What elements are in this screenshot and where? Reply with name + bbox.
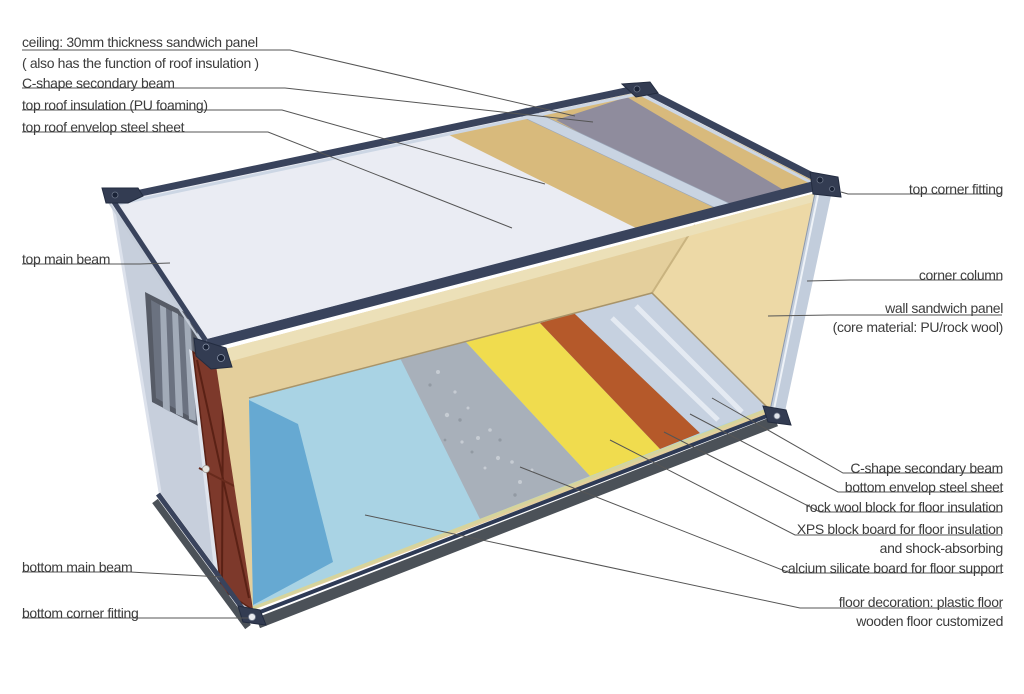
- leader-top-roof-envelop: [22, 131, 513, 229]
- label-text: bottom main beam: [22, 559, 133, 575]
- floor-layers: [248, 292, 769, 607]
- ceiling-edge-strip: [214, 192, 820, 365]
- interior-end-wall: [652, 192, 820, 414]
- label-wall-panel-line1: wall sandwich panel: [885, 300, 1003, 316]
- leader-top-corner-fitting: [840, 191, 1002, 195]
- label-top-roof-envelop: top roof envelop steel sheet: [22, 117, 185, 138]
- label-bottom-corner-fitting: bottom corner fitting: [22, 603, 139, 624]
- label-text: corner column: [918, 267, 1004, 283]
- calcium-silicate-board: [400, 342, 590, 519]
- leader-ceiling: [22, 49, 576, 117]
- interior: [214, 192, 820, 610]
- label-bottom-envelop: bottom envelop steel sheet: [844, 477, 1004, 498]
- end-wall-bottom-beam: [155, 492, 254, 622]
- roof-right-rail-highlight: [641, 93, 821, 189]
- bottom-beam-face: [256, 415, 778, 629]
- label-bottom-main-beam: bottom main beam: [22, 557, 133, 578]
- label-text: C-shape secondary beam: [850, 460, 1003, 476]
- label-ceiling-line2: ( also has the function of roof insulati…: [22, 55, 259, 71]
- leader-calcium: [519, 466, 1002, 574]
- right-top-end-beam: [638, 84, 828, 187]
- label-top-roof-insulation: top roof insulation (PU foaming): [22, 95, 208, 116]
- top-corner-fitting-left: [101, 187, 144, 204]
- leader-bottom-envelop: [689, 413, 1002, 493]
- label-floor-decoration-line1: floor decoration: plastic floor: [838, 594, 1004, 610]
- ceiling-sandwich-panel: [556, 97, 792, 211]
- corner-column-assembly: [769, 186, 832, 421]
- floor-c-channel: [634, 304, 744, 414]
- bottom-corner-fitting-right: [762, 405, 792, 426]
- left-top-main-beam: [109, 197, 211, 346]
- label-ceiling: ceiling: 30mm thickness sandwich panel (…: [22, 32, 259, 74]
- xps-block-board: [466, 323, 660, 476]
- roof: [107, 84, 828, 349]
- label-text: top corner fitting: [908, 181, 1003, 197]
- end-wall-bottom-skid: [152, 498, 251, 630]
- label-top-main-beam: top main beam: [22, 249, 110, 270]
- leader-bottom-main-beam: [22, 571, 223, 578]
- corner-column: [769, 186, 832, 421]
- leader-rock-wool: [663, 431, 1002, 513]
- window: [145, 292, 206, 430]
- front-top-main-beam: [206, 178, 828, 349]
- leader-c-shape-bottom: [711, 397, 1002, 474]
- top-corner-fitting-right: [809, 171, 842, 198]
- floor-plastic-shaded: [249, 400, 333, 605]
- label-corner-column: corner column: [918, 265, 1004, 286]
- leader-wall-panel: [767, 314, 1002, 317]
- label-text: bottom corner fitting: [22, 605, 139, 621]
- label-wall-panel: wall sandwich panel (core material: PU/r…: [832, 299, 1004, 337]
- top-corner-fitting-front-left: [193, 337, 233, 370]
- label-text: bottom envelop steel sheet: [844, 479, 1004, 495]
- leader-xps: [609, 439, 1002, 536]
- rear-top-main-beam: [111, 84, 641, 203]
- label-xps: XPS block board for floor insulation and…: [797, 520, 1003, 558]
- label-floor-decoration: floor decoration: plastic floor wooden f…: [838, 593, 1004, 631]
- label-text: top main beam: [22, 251, 111, 267]
- roof-left-edge-highlight: [107, 200, 205, 347]
- label-text: calcium silicate board for floor support: [781, 560, 1003, 576]
- label-top-corner-fitting: top corner fitting: [909, 179, 1003, 200]
- leader-top-main-beam: [22, 262, 171, 265]
- label-text: C-shape secondary beam: [22, 75, 175, 91]
- label-rock-wool: rock wool block for floor insulation: [806, 497, 1004, 518]
- label-ceiling-line1: ceiling: 30mm thickness sandwich panel: [22, 34, 258, 50]
- corner-fittings: [101, 81, 842, 626]
- leader-c-shape-top: [22, 87, 594, 123]
- floor-c-channel: [610, 316, 720, 422]
- leader-floor-decoration: [364, 514, 1002, 609]
- label-text: top roof envelop steel sheet: [22, 119, 185, 135]
- interior-corner-line: [651, 224, 696, 294]
- roof-rear-rail-highlight: [117, 92, 639, 206]
- top-corner-fitting-rear: [620, 81, 659, 98]
- calcium-board-speckles-dark: [428, 383, 517, 497]
- label-floor-decoration-line2: wooden floor customized: [856, 613, 1003, 629]
- corner-column-highlight: [772, 189, 820, 415]
- label-wall-panel-line2: (core material: PU/rock wool): [832, 319, 1004, 335]
- window-slat: [184, 317, 196, 421]
- door-knob: [202, 465, 210, 473]
- rock-wool-block: [540, 313, 700, 449]
- wall-floor-junction: [248, 292, 769, 409]
- label-xps-line2: and shock-absorbing: [879, 540, 1004, 556]
- end-wall-rear-edge-highlight: [110, 198, 162, 493]
- bottom-beam-navy-edge: [254, 412, 773, 616]
- leader-lines: [22, 49, 1002, 619]
- bottom-corner-fitting-left: [237, 605, 267, 626]
- label-xps-line1: XPS block board for floor insulation: [796, 521, 1003, 537]
- leader-corner-column: [806, 279, 1002, 282]
- door-brace: [221, 378, 224, 585]
- label-text: top roof insulation (PU foaming): [22, 97, 208, 113]
- leader-top-roof-insulation: [22, 109, 546, 185]
- calcium-board-speckles: [436, 370, 534, 484]
- window-slat: [160, 305, 170, 412]
- label-calcium: calcium silicate board for floor support: [781, 558, 1003, 579]
- window-slat: [172, 311, 183, 417]
- label-c-shape-bottom: C-shape secondary beam: [850, 458, 1003, 479]
- corner-column-edge: [769, 187, 817, 412]
- label-c-shape-top: C-shape secondary beam: [22, 73, 175, 94]
- label-text: rock wool block for floor insulation: [805, 499, 1004, 515]
